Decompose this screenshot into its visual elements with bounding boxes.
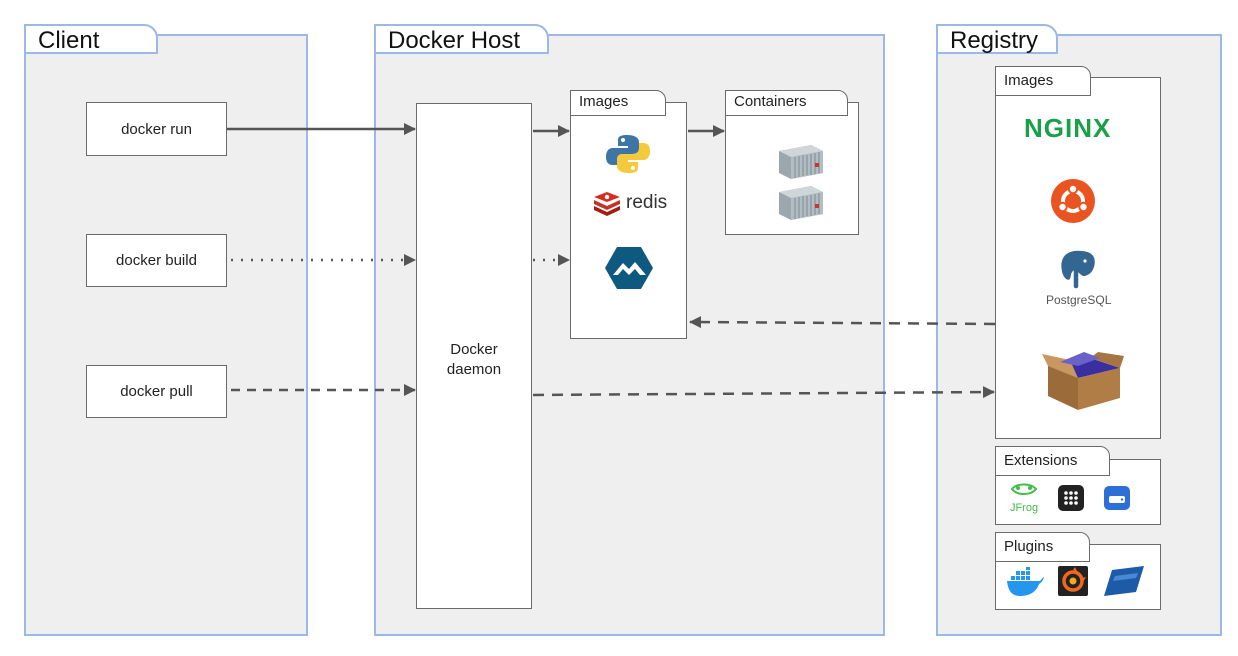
jfrog-icon: JFrog <box>1010 483 1038 514</box>
arrow-registry-to-images <box>689 316 996 329</box>
vmware-icon <box>1104 566 1144 596</box>
client-panel-title: Client <box>24 24 158 54</box>
container-icon <box>779 145 823 179</box>
postgresql-text: PostgreSQL <box>1046 293 1112 307</box>
docker-build-command[interactable]: docker build <box>86 234 227 287</box>
docker-pull-command[interactable]: docker pull <box>86 365 227 418</box>
docker-daemon-label-line2: daemon <box>446 361 502 378</box>
ubuntu-icon <box>1051 179 1095 223</box>
docker-run-command[interactable]: docker run <box>86 102 227 156</box>
grafana-icon <box>1058 566 1088 596</box>
jfrog-text: JFrog <box>1010 502 1038 514</box>
docker-daemon-box: Docker daemon <box>416 103 532 609</box>
grid-app-icon <box>1058 485 1084 511</box>
redis-icon <box>594 192 620 216</box>
registry-panel-title: Registry <box>936 24 1058 54</box>
docker-host-panel-title: Docker Host <box>374 24 549 54</box>
alpine-icon <box>605 247 653 289</box>
docker-daemon-label-line1: Docker <box>450 341 498 358</box>
registry-images-tab: Images <box>995 66 1091 96</box>
redis-text: redis <box>626 192 668 213</box>
nginx-logo: NGINX <box>1024 113 1112 143</box>
host-images-tab: Images <box>570 90 666 116</box>
arrow-daemon-to-registry <box>532 386 995 399</box>
python-icon <box>606 135 650 173</box>
storage-drive-icon <box>1104 486 1130 510</box>
docker-whale-icon <box>1007 567 1044 596</box>
plugins-tab: Plugins <box>995 532 1090 562</box>
containers-tab: Containers <box>725 90 848 116</box>
package-box-icon <box>1042 352 1124 410</box>
extensions-tab: Extensions <box>995 446 1110 476</box>
postgresql-icon <box>1059 249 1097 290</box>
container-icon <box>779 186 823 220</box>
docker-daemon-label: Docker daemon <box>417 340 531 380</box>
